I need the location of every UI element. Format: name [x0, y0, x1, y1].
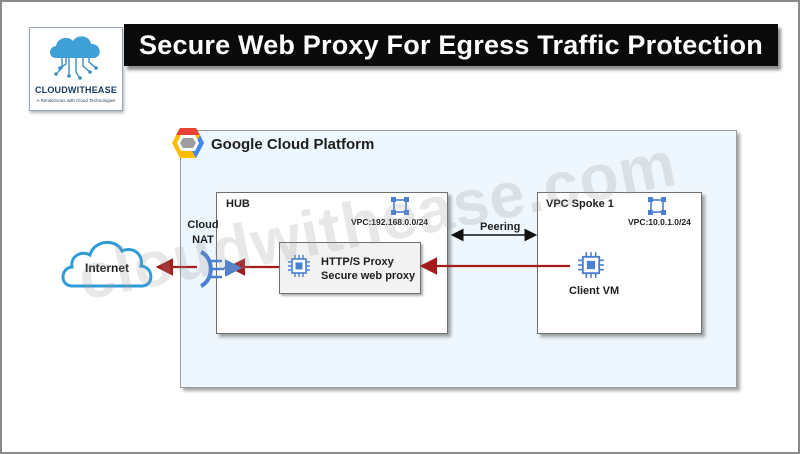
gcp-label: Google Cloud Platform: [211, 136, 375, 153]
internet-label: Internet: [84, 261, 129, 275]
spoke-vpc-box: [537, 192, 702, 334]
cloud-nat-label: Cloud NAT: [187, 219, 219, 246]
cloud-circuit-logo-icon: [50, 36, 100, 80]
title-bar: Secure Web Proxy For Egress Traffic Prot…: [124, 24, 778, 66]
cloudwithease-logo: CLOUDWITHEASE A Rendezvous with Cloud Te…: [29, 27, 123, 111]
proxy-subtitle: Secure web proxy: [321, 270, 416, 282]
peering-label: Peering: [480, 221, 521, 233]
logo-name: CLOUDWITHEASE: [34, 85, 118, 95]
cloud-nat-icon: [199, 250, 224, 288]
hub-cidr: VPC:192.168.0.0/24: [351, 217, 429, 227]
logo-tagline: A Rendezvous with Cloud Technologies: [36, 98, 116, 103]
google-cloud-hexagon-icon: [172, 128, 204, 158]
client-vm-chip-icon: [578, 252, 604, 278]
proxy-title: HTTP/S Proxy: [321, 256, 394, 268]
spoke-label: VPC Spoke 1: [546, 198, 614, 210]
hub-vpc-icon: [391, 197, 409, 215]
spoke-cidr: VPC:10.0.1.0/24: [628, 217, 691, 227]
spoke-vpc-icon: [648, 197, 666, 215]
page-title: Secure Web Proxy For Egress Traffic Prot…: [139, 29, 763, 60]
hub-label: HUB: [226, 198, 250, 210]
internet-cloud-icon: [61, 241, 153, 288]
client-vm-label: Client VM: [569, 285, 620, 297]
proxy-compute-chip-icon: [288, 255, 310, 277]
